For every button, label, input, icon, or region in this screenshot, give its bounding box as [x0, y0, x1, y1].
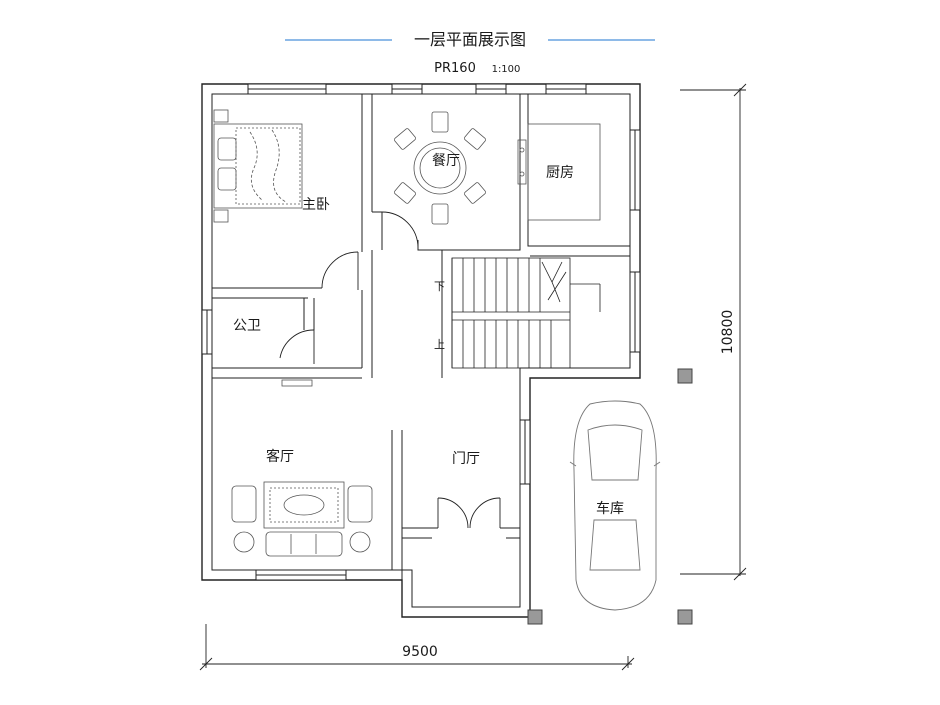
stair-up-label: 上 — [434, 338, 445, 351]
room-dining: 餐厅 — [432, 153, 460, 169]
stair-down-label: 下 — [434, 280, 445, 293]
car — [569, 400, 661, 611]
room-garage: 车库 — [596, 500, 624, 517]
room-master-bedroom: 主卧 — [302, 197, 330, 213]
living-furniture — [231, 379, 373, 557]
dining-table — [394, 111, 486, 225]
width-dimension: 9500 — [402, 644, 438, 660]
windows-other — [201, 309, 531, 581]
column-markers — [527, 368, 693, 625]
model-code: PR160 — [434, 61, 476, 76]
room-bathroom: 公卫 — [233, 318, 261, 334]
room-living: 客厅 — [266, 448, 294, 465]
bed — [213, 109, 303, 223]
staircase — [451, 257, 601, 369]
scale-label: 1:100 — [492, 64, 521, 75]
height-dimension: 10800 — [720, 310, 736, 355]
kitchen-counter — [517, 123, 601, 221]
plan-title: 一层平面展示图 — [414, 30, 526, 49]
room-kitchen: 厨房 — [546, 165, 574, 181]
windows-right — [629, 129, 641, 353]
dimension-lines — [199, 83, 747, 671]
doors — [279, 211, 501, 529]
room-foyer: 门厅 — [452, 451, 480, 467]
windows-top — [247, 83, 587, 95]
exterior-walls — [201, 83, 641, 618]
interior-walls — [212, 94, 630, 580]
